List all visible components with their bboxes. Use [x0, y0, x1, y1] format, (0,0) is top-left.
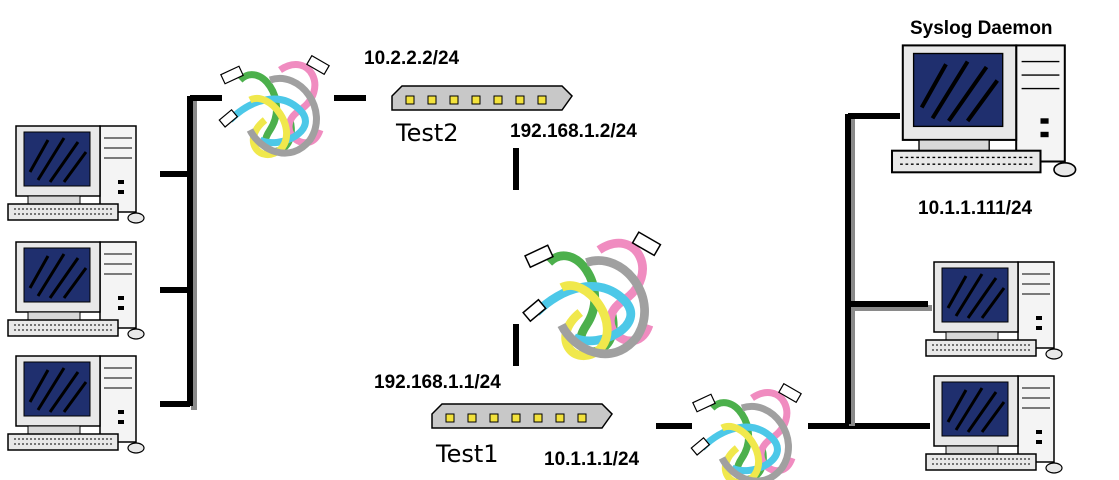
right-pc-1-icon [924, 260, 1064, 361]
test2-wan-ip-label: 192.168.1.2/24 [510, 121, 637, 142]
left-pc-3-icon [6, 354, 146, 455]
router-test1: 192.168.1.1/24 Test1 10.1.1.1/24 [374, 372, 692, 470]
left-cable-tangle-icon [219, 56, 329, 155]
router-test2: 10.2.2.2/24 Test2 192.168.1.2/24 [334, 48, 637, 147]
left-pc-2-icon [6, 240, 146, 341]
left-lan [6, 56, 329, 455]
syslog-ip-label: 10.1.1.111/24 [918, 198, 1033, 219]
wan-link [513, 148, 660, 366]
router-test1-icon [431, 403, 613, 429]
test1-name-label: Test1 [435, 440, 499, 468]
router-test2-icon [391, 85, 573, 111]
syslog-server: Syslog Daemon 10.1.1.111/24 [892, 18, 1076, 219]
right-lan [691, 113, 1064, 480]
syslog-pc-icon [892, 45, 1076, 176]
test1-wan-ip-label: 192.168.1.1/24 [374, 372, 501, 393]
right-cable-tangle-icon [691, 384, 801, 480]
center-cable-tangle-icon [523, 232, 660, 356]
left-pc-1-icon [6, 124, 146, 225]
syslog-title-label: Syslog Daemon [910, 18, 1053, 39]
test1-lan-ip-label: 10.1.1.1/24 [544, 449, 640, 470]
right-pc-2-icon [924, 374, 1064, 475]
test2-lan-ip-label: 10.2.2.2/24 [364, 48, 460, 69]
test2-name-label: Test2 [395, 119, 459, 147]
